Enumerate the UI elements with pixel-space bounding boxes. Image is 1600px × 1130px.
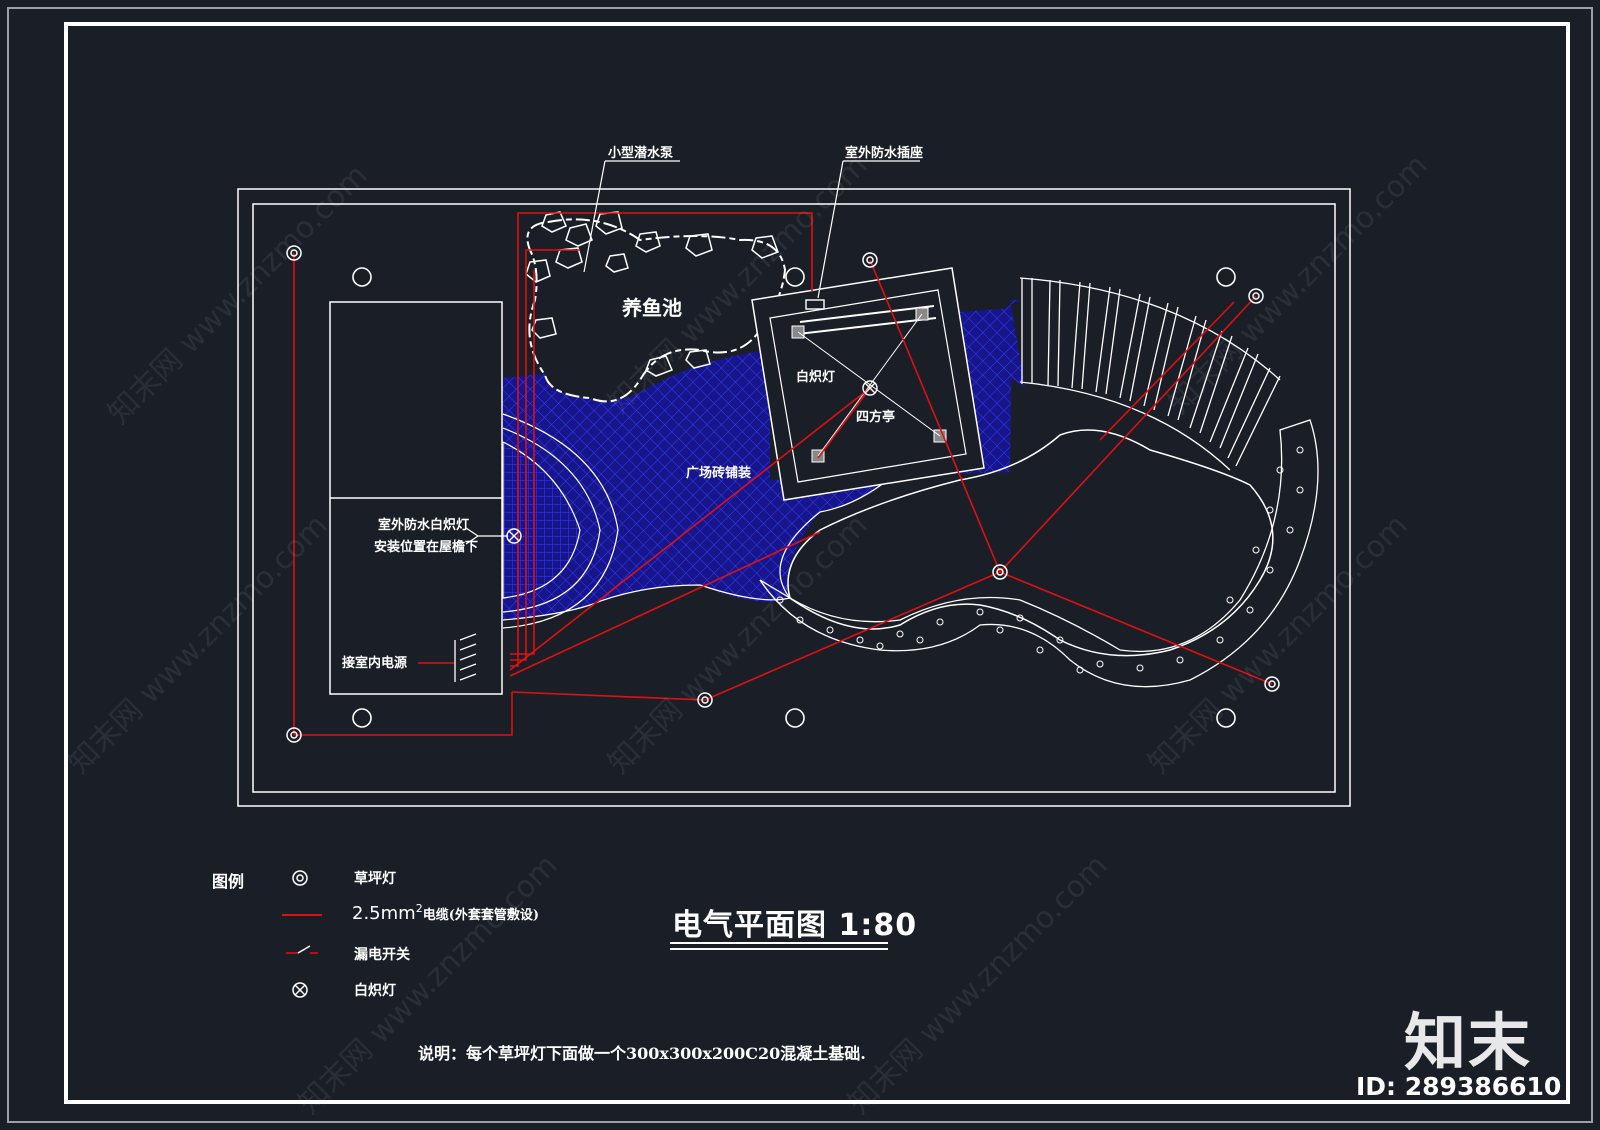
lawn-lamp-plain-group [352,267,1236,728]
lawn-boundary [787,429,1274,657]
inner-sheet-border [64,22,1570,1104]
pergola [1019,277,1281,471]
paving-curb-1 [502,427,601,613]
title-underline-thin [670,948,888,950]
id-label: ID: 289386610 [1356,1072,1562,1101]
legend-cable: 2.5mm2电缆(外套套管敷设) [352,902,539,924]
legend-cable-desc: 电缆(外套套管敷设) [422,908,540,923]
legend-leakage-switch: 漏电开关 [354,947,410,963]
legend-lawn-lamp: 草坪灯 [354,871,396,887]
pavilion-label: 四方亭 [856,410,896,425]
gravel-path [759,419,1319,688]
drawing-title: 电气平面图 1:80 [672,908,918,943]
switch-group [454,633,477,682]
pump-label: 小型潜水泵 [608,146,674,161]
paving-hatch [503,300,1025,620]
site-inner-boundary [252,203,1336,793]
construction-note: 说明：每个草坪灯下面做一个300x300x200C20混凝土基础. [418,1044,866,1063]
site-outer-boundary [237,188,1351,807]
fish-pond-label: 养鱼池 [622,296,682,320]
indoor-power-label: 接室内电源 [342,656,408,671]
paving-label: 广场砖铺装 [686,466,752,481]
pavilion [751,267,985,501]
paving-curb-2 [502,413,619,629]
bulb-lamp-group [506,380,878,544]
lawn-lamp-wired-group [286,245,1280,743]
paving-edge [779,469,901,599]
outdoor-lamp-location: 安装位置在屋檐下 [374,540,479,555]
legend-symbols [282,870,322,998]
gravel-stones [776,446,1304,674]
cable-lines [293,212,1273,736]
leader-lines [465,160,920,545]
brand-logo: 知末 [1404,1006,1533,1079]
fish-pond [526,218,787,403]
paving-edge-bottom [502,584,791,621]
legend-bulb-lamp: 白炽灯 [354,983,396,999]
socket-label: 室外防水插座 [845,146,924,161]
title-underline [670,942,888,944]
bulb-lamp-label: 白炽灯 [796,370,836,385]
legend-cable-sup: 2 [415,902,423,915]
socket-box [805,299,825,310]
legend-title: 图例 [212,872,245,891]
legend-cable-size: 2.5mm [352,903,416,924]
outdoor-lamp-label: 室外防水白炽灯 [378,518,470,533]
outer-sheet-border [7,7,1593,1123]
